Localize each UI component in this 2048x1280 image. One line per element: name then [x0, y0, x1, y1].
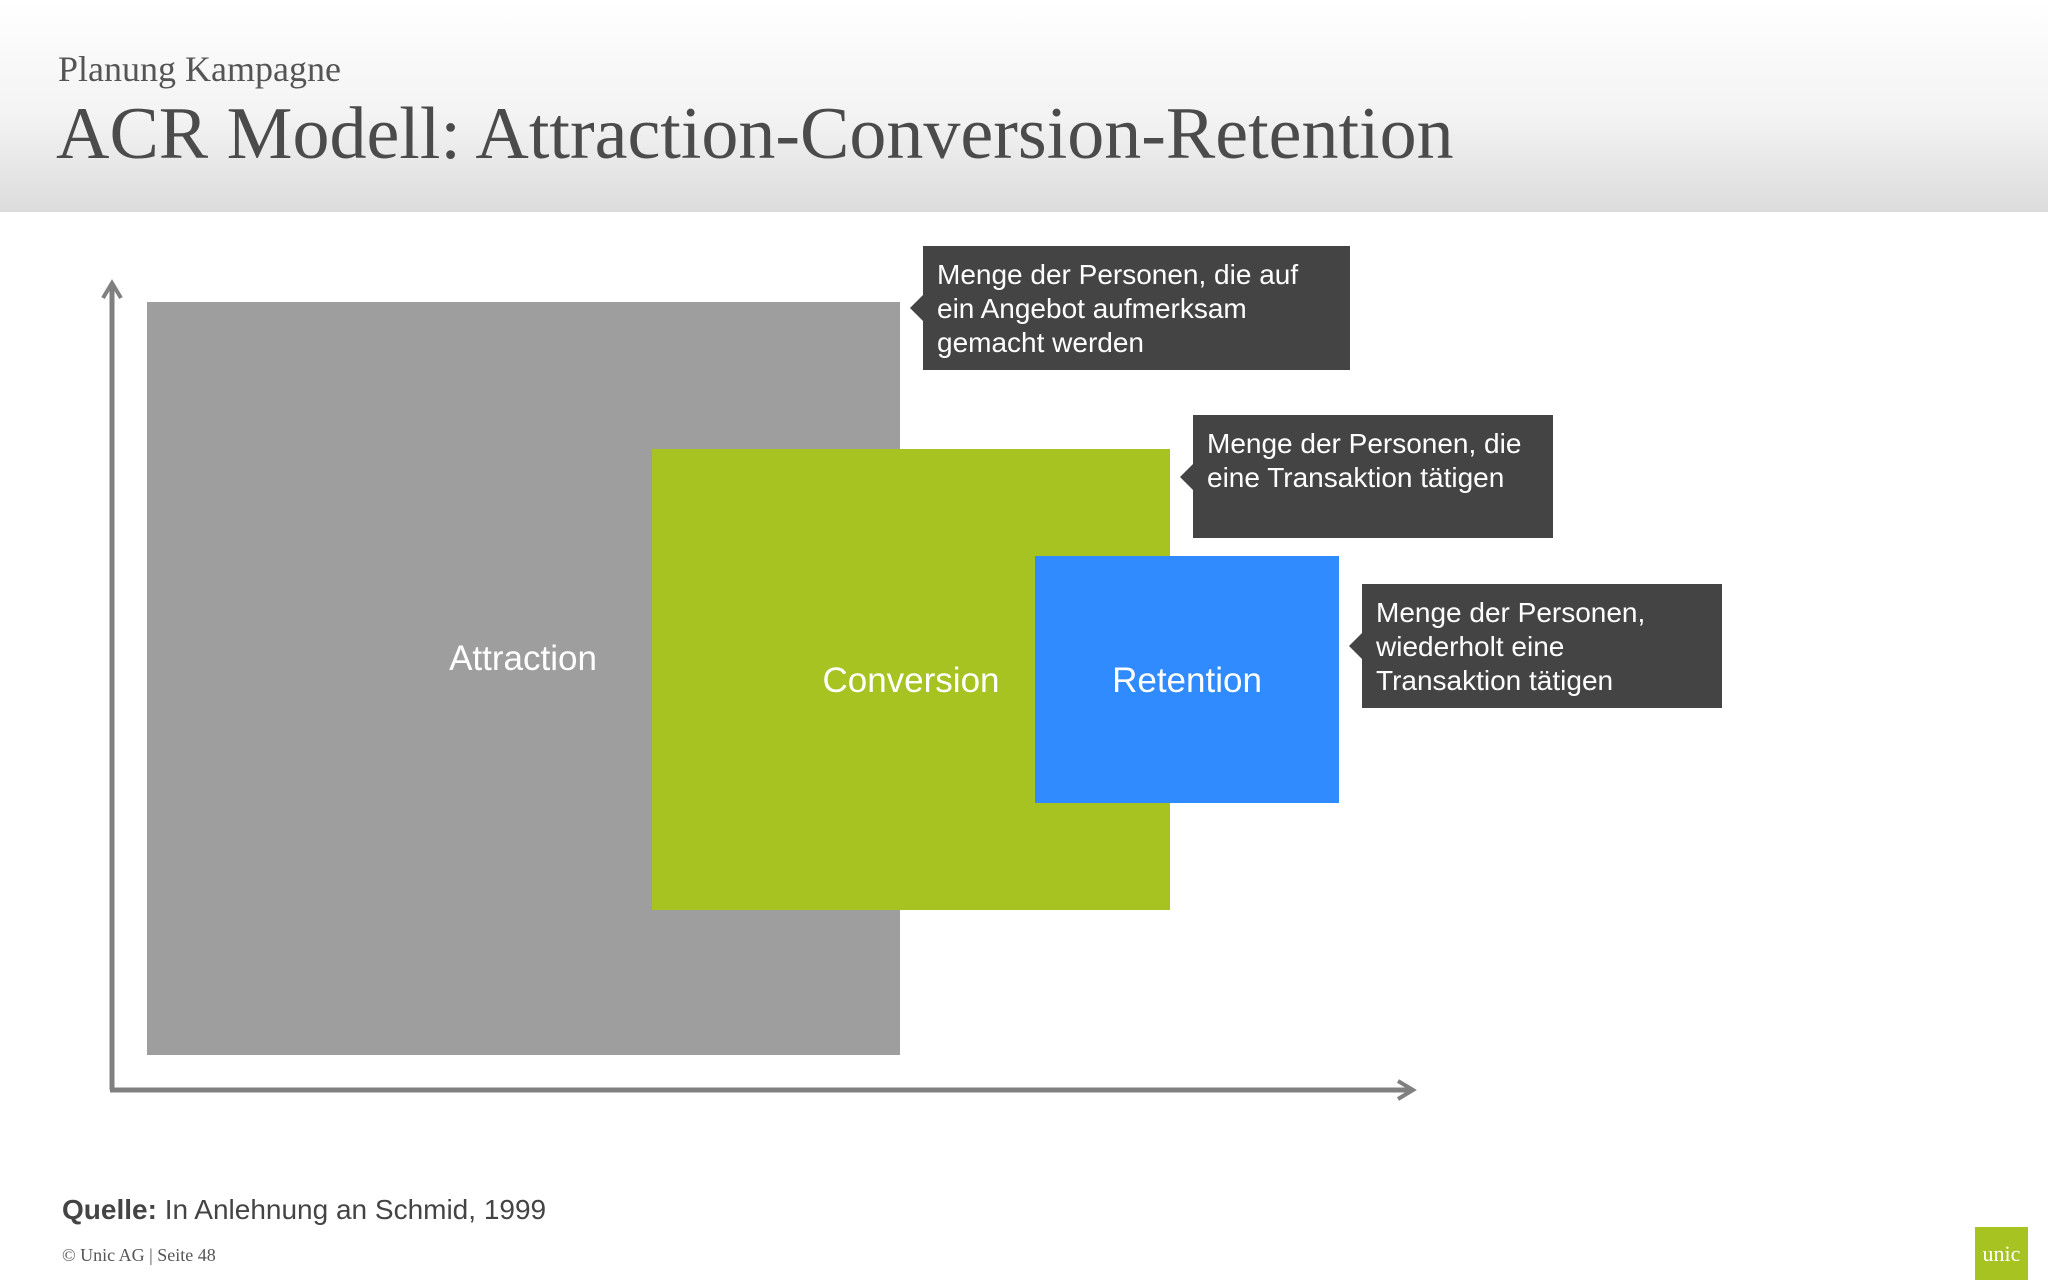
retention-label: Retention — [1112, 661, 1262, 700]
callout-line: Menge der Personen, die — [1207, 428, 1522, 459]
attraction-label: Attraction — [449, 639, 597, 678]
callout-retention: Menge der Personen, wiederholt eine Tran… — [1349, 584, 1722, 708]
source-note: Quelle: In Anlehnung an Schmid, 1999 — [62, 1194, 546, 1226]
source-label: Quelle: — [62, 1194, 157, 1225]
callout-line: eine Transaktion tätigen — [1207, 462, 1505, 493]
callout-line: ein Angebot aufmerksam — [937, 293, 1247, 324]
footer-copyright: © Unic AG | Seite 48 — [62, 1245, 216, 1265]
slide-header: Planung Kampagne ACR Modell: Attraction-… — [0, 0, 2048, 212]
retention-box — [1035, 556, 1339, 803]
callout-attraction: Menge der Personen, die auf ein Angebot … — [910, 246, 1350, 370]
x-axis-arrowhead — [1396, 1079, 1417, 1101]
source-text: In Anlehnung an Schmid, 1999 — [156, 1194, 547, 1225]
callout-line: Menge der Personen, — [1376, 597, 1646, 628]
callout-line: Menge der Personen, die auf — [937, 259, 1299, 290]
callout-conversion: Menge der Personen, die eine Transaktion… — [1180, 415, 1553, 538]
slide-subtitle: Planung Kampagne — [58, 49, 341, 89]
callout-line: gemacht werden — [937, 327, 1145, 358]
slide-title: ACR Modell: Attraction-Conversion-Retent… — [56, 93, 1454, 175]
conversion-label: Conversion — [822, 661, 1000, 700]
callout-line: wiederholt eine — [1376, 631, 1565, 662]
unic-logo: unic — [1975, 1227, 2028, 1280]
y-axis-arrowhead — [101, 279, 123, 300]
callout-line: Transaktion tätigen — [1376, 665, 1614, 696]
